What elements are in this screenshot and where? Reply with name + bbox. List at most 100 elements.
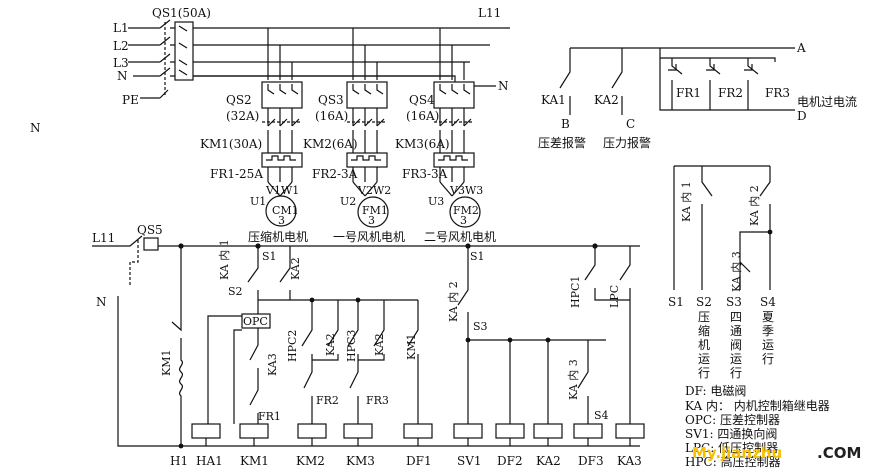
label-CM1: CM1 xyxy=(272,204,299,217)
label-N-supply: N xyxy=(117,69,128,83)
label-KA-in3-sel: KA 内 3 xyxy=(729,251,743,292)
coil-label-1: HA1 xyxy=(196,454,223,468)
label-L11-top: L11 xyxy=(478,6,501,20)
sel-S2-desc-0: 压 xyxy=(698,310,710,324)
sel-S4-desc-0: 夏 xyxy=(762,310,774,324)
label-L2: L2 xyxy=(113,39,129,53)
label-QS4-rating: (16A) xyxy=(406,109,439,123)
label-V1W1: V1W1 xyxy=(265,184,299,197)
label-KA2-c: KA2 xyxy=(373,333,386,356)
coil-HA1 xyxy=(191,423,221,439)
label-KA3-ctrl: KA3 xyxy=(266,353,279,376)
coil-label-6: SV1 xyxy=(457,454,482,468)
label-QS1: QS1(50A) xyxy=(152,6,211,20)
label-KM2-power: KM2(6A) xyxy=(303,137,358,151)
sel-S2-desc-3: 运 xyxy=(698,352,710,366)
label-QS3-rating: (16A) xyxy=(315,109,348,123)
label-L3: L3 xyxy=(113,56,129,70)
label-QS2-rating: (32A) xyxy=(226,109,259,123)
label-KM3-power: KM3(6A) xyxy=(395,137,450,151)
watermark-main: My.jianzhu xyxy=(692,444,782,462)
branch-fan1 xyxy=(346,81,389,228)
coil-label-3: KM2 xyxy=(296,454,325,468)
label-HPC1: HPC1 xyxy=(569,276,582,308)
label-HPC3: HPC3 xyxy=(345,330,358,362)
label-FR1-power: FR1-25A xyxy=(210,167,263,181)
label-N-ctrl: N xyxy=(96,295,107,309)
coil-KM2 xyxy=(297,423,327,439)
label-QS3: QS3 xyxy=(318,93,344,107)
legend-line-2: OPC: 压差控制器 xyxy=(685,413,780,427)
label-KA2-ctrl: KA2 xyxy=(289,257,302,280)
label-B-desc: 压差报警 xyxy=(538,135,586,150)
label-HPC2: HPC2 xyxy=(286,330,299,362)
coil-DF1 xyxy=(403,423,433,439)
label-PE: PE xyxy=(122,93,139,107)
label-FM1-phase: 3 xyxy=(368,214,375,227)
label-KM1-power: KM1(30A) xyxy=(200,137,262,151)
label-FM2: FM2 xyxy=(453,204,479,217)
label-B: B xyxy=(561,117,570,131)
legend-line-3: SV1: 四通换向阀 xyxy=(685,426,777,441)
coil-label-10: KA3 xyxy=(617,454,642,468)
label-QS4: QS4 xyxy=(409,93,435,107)
label-D: D xyxy=(797,109,807,123)
branch-fan2 xyxy=(433,81,481,228)
label-S4-sel: S4 xyxy=(760,295,776,309)
coil-DF3 xyxy=(573,423,603,439)
legend-line-4: LPC: 低压控制器 xyxy=(685,441,778,455)
coil-label-8: KA2 xyxy=(536,454,561,468)
label-LPC: LPC xyxy=(608,285,621,308)
label-KA-in2-sel: KA 内 2 xyxy=(747,185,761,226)
label-N-right: N xyxy=(498,79,509,93)
legend: DF: 电磁阀 KA 内： 内机控制箱继电器 OPC: 压差控制器 SV1: 四… xyxy=(685,383,830,469)
label-KA-in1-ctrl: KA 内 1 xyxy=(217,239,231,280)
branch-compressor xyxy=(261,81,303,227)
label-A: A xyxy=(796,41,806,55)
label-S4-ctrl: S4 xyxy=(594,409,609,422)
coil-label-4: KM3 xyxy=(346,454,375,468)
label-L11-ctrl: L11 xyxy=(92,231,115,245)
label-KA-in2-ctrl: KA 内 2 xyxy=(446,281,460,322)
label-overcurrent: 电机过电流 xyxy=(797,95,857,109)
label-FR1-alarm: FR1 xyxy=(676,86,701,100)
coil-KA2 xyxy=(533,423,563,439)
label-S3-sel: S3 xyxy=(726,295,742,309)
sel-S2-desc-2: 机 xyxy=(698,338,710,352)
label-U1: U1 xyxy=(250,195,266,208)
label-FR2-ctrl: FR2 xyxy=(316,394,339,407)
label-S1-sel: S1 xyxy=(668,295,684,309)
label-CM1-phase: 3 xyxy=(278,214,285,227)
label-FR2-alarm: FR2 xyxy=(718,86,743,100)
coil-SV1 xyxy=(453,423,483,439)
label-V2W2: V2W2 xyxy=(357,184,391,197)
sel-S4-desc-3: 行 xyxy=(762,352,774,366)
sel-S3-desc-4: 行 xyxy=(730,366,742,380)
control-circuit: L11 QS5 N KM1 S1 S2 KA 内 1 KA2 OPC KA3 F… xyxy=(92,223,645,468)
legend-line-5: HPC: 高压控制器 xyxy=(685,454,781,469)
label-QS5: QS5 xyxy=(137,223,163,237)
label-FR2-power: FR2-3A xyxy=(312,167,358,181)
coil-KM3 xyxy=(343,423,373,439)
sel-S4-desc-2: 运 xyxy=(762,338,774,352)
coil-label-2: KM1 xyxy=(240,454,269,468)
label-FM1: FM1 xyxy=(362,204,388,217)
label-CM1-desc: 压缩机电机 xyxy=(248,229,308,244)
label-FR1-ctrl: FR1 xyxy=(258,410,281,423)
selector-switches: KA 内 1 KA 内 2 KA 内 3 S1 S2 S3 S4 压 缩 机 运… xyxy=(668,165,776,380)
label-KA2-b: KA2 xyxy=(324,333,337,356)
label-KM1-ctrl: KM1 xyxy=(405,334,418,360)
label-KA1: KA1 xyxy=(541,93,566,107)
label-S2-sel: S2 xyxy=(696,295,712,309)
label-KA-in1-sel: KA 内 1 xyxy=(679,181,693,222)
sel-S3-desc-2: 阀 xyxy=(730,338,742,352)
alarm-circuit: A D B C KA1 KA2 FR1 FR2 FR3 电机过电流 压差报警 压… xyxy=(538,41,857,150)
coil-label-5: DF1 xyxy=(406,454,432,468)
label-FR3-ctrl: FR3 xyxy=(366,394,389,407)
sel-S3-desc-0: 四 xyxy=(730,310,742,324)
coil-DF2 xyxy=(495,423,525,439)
sel-S4-desc-1: 季 xyxy=(762,324,774,338)
watermark-suffix: .COM xyxy=(817,444,861,462)
coil-label-7: DF2 xyxy=(497,454,523,468)
